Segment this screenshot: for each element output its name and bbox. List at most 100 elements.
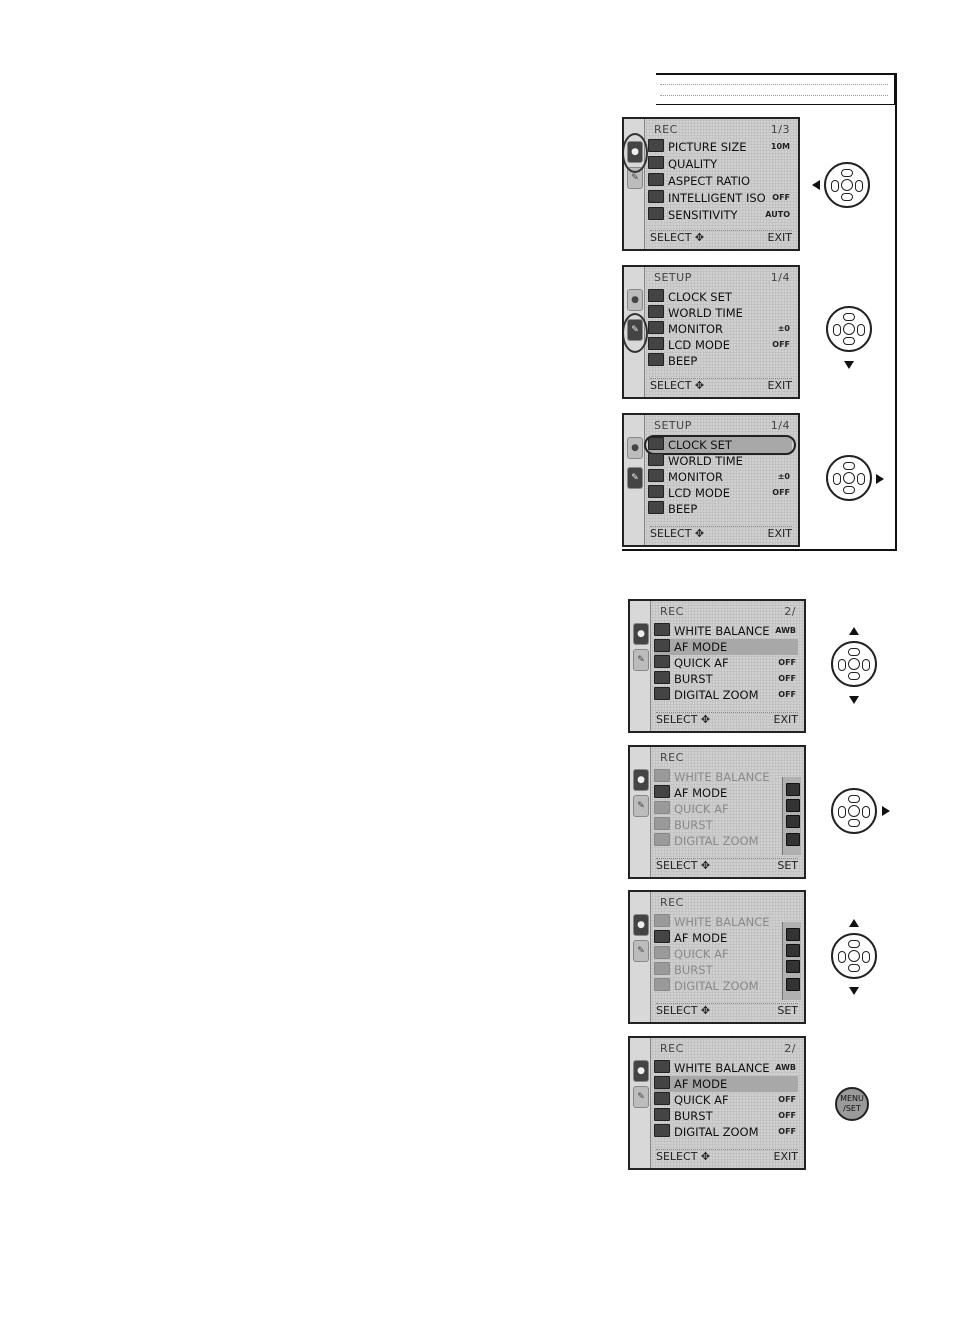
menu-row-value: ±0 <box>777 324 790 333</box>
quality-icon <box>648 156 664 169</box>
menu-row-label: QUALITY <box>668 157 718 171</box>
menu-footer: SELECT ✥EXIT <box>650 526 792 541</box>
menu-row-value: AUTO <box>765 210 790 219</box>
menu-row-value: OFF <box>778 1111 796 1120</box>
menu-row-label: WHITE BALANCE <box>674 770 770 784</box>
burst-icon <box>654 1108 670 1121</box>
footer-select-label: SELECT <box>656 713 698 726</box>
menu-row-value: OFF <box>778 1095 796 1104</box>
footer-exit-label: EXIT <box>767 231 792 244</box>
menu-row-label: BURST <box>674 1109 713 1123</box>
digital-zoom-icon <box>654 978 670 991</box>
menu-row: QUALITY <box>648 156 792 172</box>
menu-row-label: BEEP <box>668 502 698 516</box>
menu-row-label: LCD MODE <box>668 338 731 352</box>
arrow-down-icon <box>849 987 859 995</box>
arrow-down-icon <box>844 361 854 369</box>
setup-tab-icon: ✎ <box>627 167 643 189</box>
footer-exit-label: EXIT <box>767 527 792 540</box>
burst-icon <box>654 962 670 975</box>
cursor-pad-icon <box>826 455 872 501</box>
arrow-right-icon <box>876 474 884 484</box>
menu-row-selected: AF MODE <box>654 1076 798 1092</box>
af-1-area-icon <box>786 833 800 846</box>
digital-zoom-icon <box>654 687 670 700</box>
menu-footer: SELECT ✥SET <box>656 858 798 873</box>
arrow-left-icon <box>812 180 820 190</box>
burst-icon <box>654 817 670 830</box>
footer-exit-label: EXIT <box>773 1150 798 1163</box>
af-1-area-high-speed-icon <box>786 815 800 828</box>
beep-icon <box>648 501 664 514</box>
menu-title-line: SETUP 1/4 <box>654 419 790 433</box>
cursor-pad-icon <box>824 162 870 208</box>
menu-title: SETUP <box>654 419 692 432</box>
menu-row-label: LCD MODE <box>668 486 731 500</box>
arrow-down-icon <box>849 696 859 704</box>
menu-row-label: CLOCK SET <box>668 290 732 304</box>
menu-side-tabs: ● ✎ <box>630 1038 651 1168</box>
rec-tab-icon: ● <box>627 289 643 311</box>
footer-exit-label: EXIT <box>773 713 798 726</box>
menu-row-label: AF MODE <box>674 640 728 654</box>
menu-row-label: CLOCK SET <box>668 438 732 452</box>
menu-set-line1: MENU <box>840 1094 864 1103</box>
setup-tab-icon: ✎ <box>633 1086 649 1108</box>
menu-footer: SELECT ✥EXIT <box>656 1149 798 1164</box>
lcd-screen-rec-submenu-2: ● ✎ REC WHITE BALANCE AF MODE QUICK AF B… <box>628 890 806 1024</box>
cursor-keys-icon: ✥ <box>694 379 705 392</box>
footer-select-label: SELECT <box>656 1004 698 1017</box>
frame-bottom-rule <box>622 549 897 551</box>
menu-row-value: AWB <box>775 1063 796 1072</box>
menu-row-label: WHITE BALANCE <box>674 624 770 638</box>
menu-footer: SELECT ✥SET <box>656 1003 798 1018</box>
quick-af-icon <box>654 801 670 814</box>
footer-set-label: SET <box>777 1004 798 1017</box>
white-balance-icon <box>654 914 670 927</box>
menu-footer: SELECT ✥EXIT <box>656 712 798 727</box>
af-mode-icon <box>654 930 670 943</box>
af-mode-icon <box>654 639 670 652</box>
af-mode-icon <box>654 785 670 798</box>
lcd-mode-icon <box>648 337 664 350</box>
af-multi-area-icon <box>786 944 800 957</box>
lcd-mode-icon <box>648 485 664 498</box>
menu-row: DIGITAL ZOOM <box>654 833 798 849</box>
white-balance-icon <box>654 769 670 782</box>
footer-select-label: SELECT <box>656 1150 698 1163</box>
menu-row: WHITE BALANCE <box>654 914 798 930</box>
menu-page-indicator: 1/4 <box>770 419 790 432</box>
menu-set-button-icon: MENU/SET <box>835 1087 869 1121</box>
step-header-box <box>656 73 896 105</box>
menu-row-value: OFF <box>772 193 790 202</box>
menu-row-value: OFF <box>778 658 796 667</box>
menu-row: BURST <box>654 962 798 978</box>
menu-row-value: OFF <box>772 488 790 497</box>
menu-row-value: AWB <box>775 626 796 635</box>
menu-set-line2: /SET <box>843 1104 861 1113</box>
menu-row-selected: AF MODE <box>654 930 798 946</box>
menu-row: MONITOR±0 <box>648 321 792 337</box>
aspect-ratio-icon <box>648 173 664 186</box>
menu-row-label: BURST <box>674 818 713 832</box>
header-dotted-lines <box>660 84 888 96</box>
menu-row: BEEP <box>648 353 792 369</box>
menu-side-tabs: ● ✎ <box>630 747 651 877</box>
arrow-up-icon <box>849 627 859 635</box>
menu-row-label: DIGITAL ZOOM <box>674 1125 759 1139</box>
af-mode-submenu <box>782 777 801 855</box>
menu-row-value: ±0 <box>777 472 790 481</box>
menu-row-selected: AF MODE <box>654 785 798 801</box>
menu-page-indicator: 2/ <box>784 605 796 618</box>
menu-row-label: PICTURE SIZE <box>668 140 747 154</box>
